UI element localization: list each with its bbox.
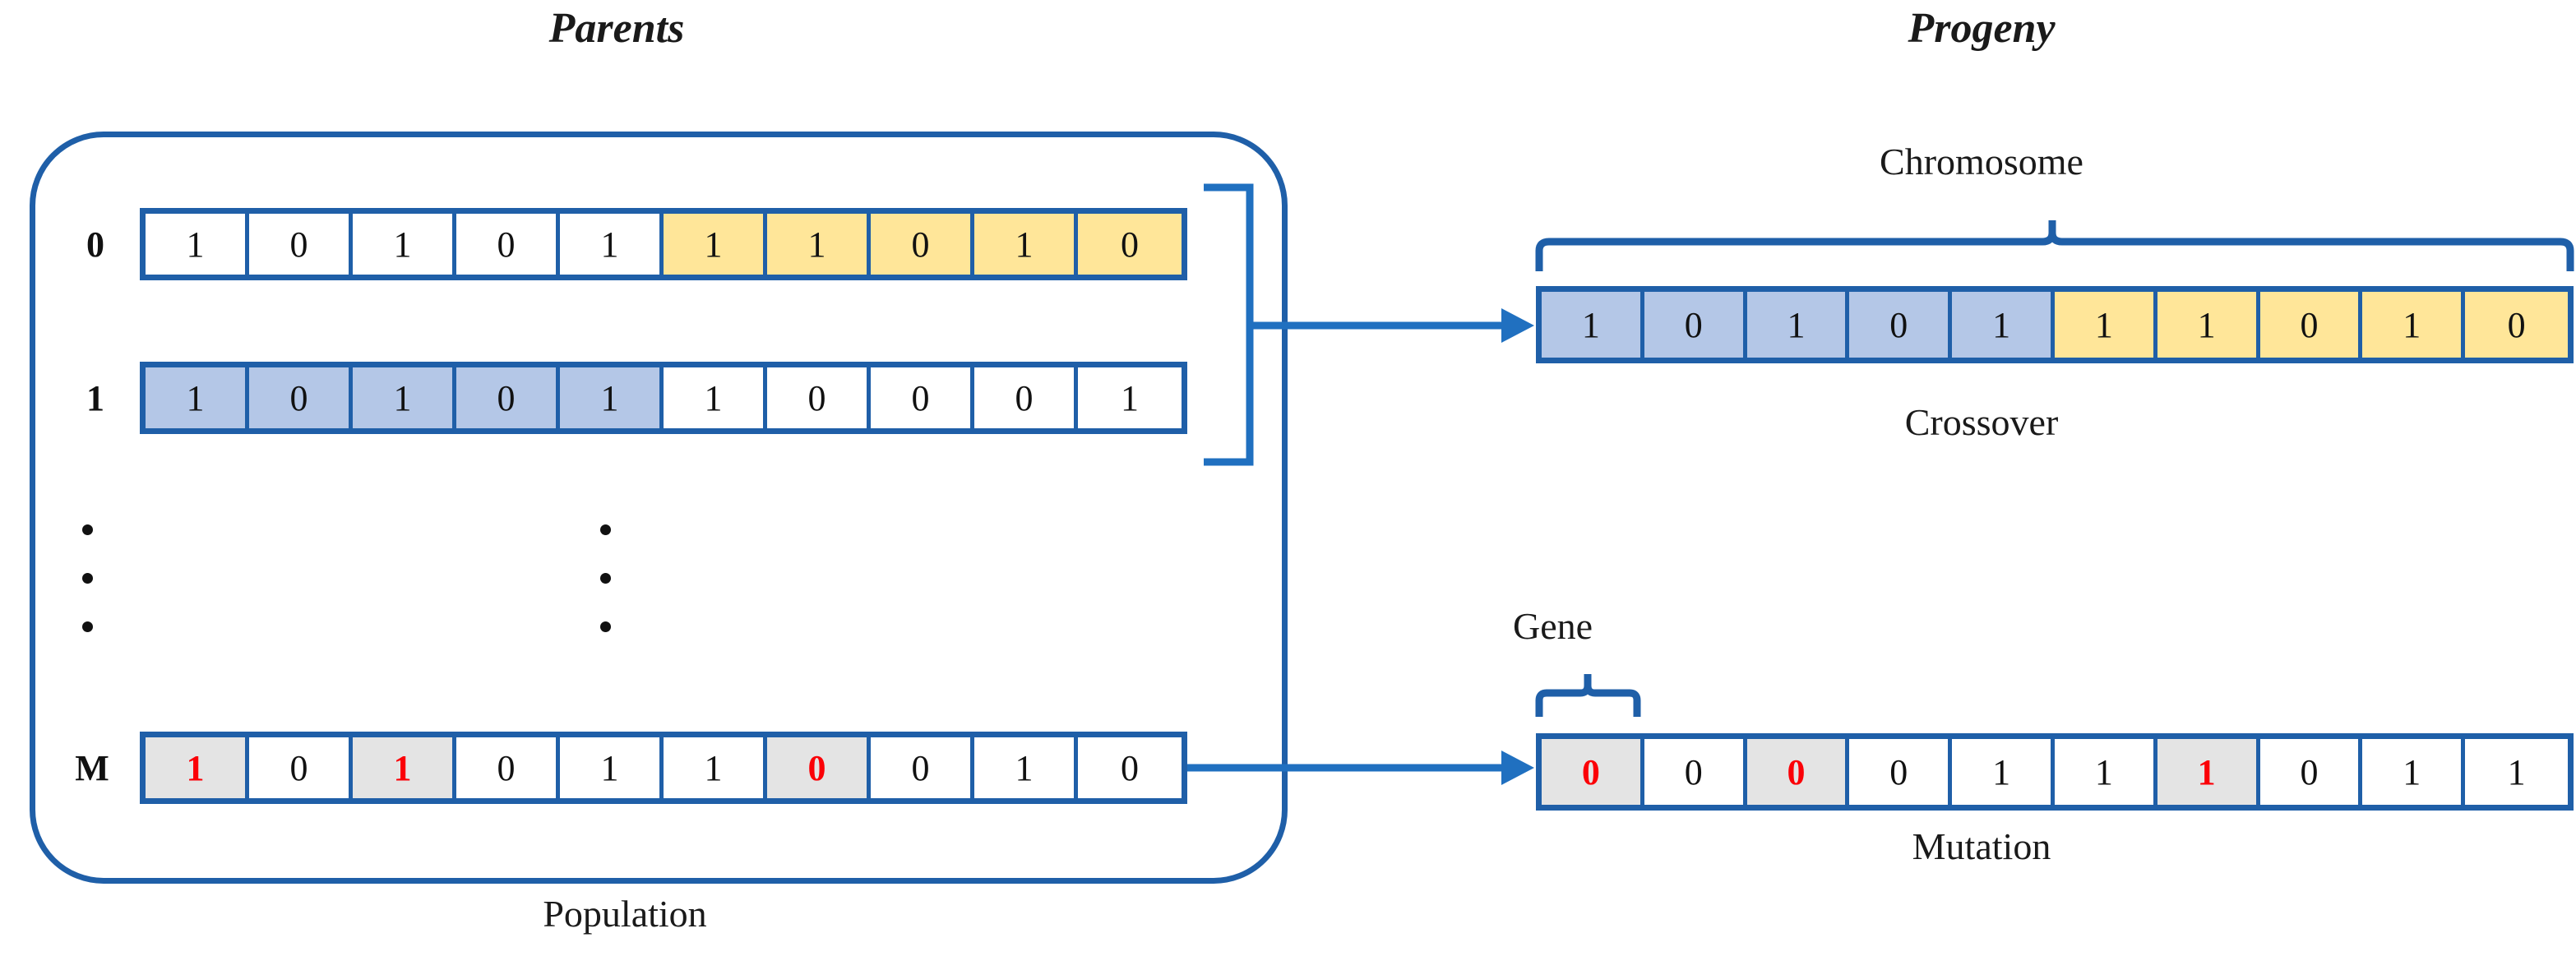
gene-cell: 0: [1542, 739, 1644, 805]
gene-cell: 1: [353, 214, 456, 275]
dot-icon: [82, 621, 93, 632]
gene-label: Gene: [1513, 605, 1593, 647]
ellipsis-dots-left: [82, 524, 93, 632]
dot-icon: [82, 573, 93, 584]
gene-cell: 1: [560, 737, 664, 798]
gene-cell: 1: [664, 367, 767, 428]
parent-row-label-0: 0: [86, 224, 104, 265]
gene-cell: 0: [1078, 214, 1182, 275]
gene-cell: 0: [2465, 292, 2568, 358]
mutation-label: Mutation: [1912, 825, 2051, 867]
dot-icon: [600, 524, 611, 535]
gene-cell: 1: [2362, 292, 2466, 358]
gene-cell: 0: [249, 214, 353, 275]
gene-cell: 0: [456, 214, 560, 275]
ellipsis-dots-middle: [600, 524, 611, 632]
gene-cell: 0: [1644, 292, 1747, 358]
gene-cell: 1: [664, 737, 767, 798]
gene-cell: 1: [2054, 292, 2157, 358]
population-label: Population: [543, 893, 707, 935]
dot-icon: [82, 524, 93, 535]
gene-cell: 1: [560, 367, 664, 428]
gene-cell: 0: [1849, 292, 1953, 358]
gene-cell: 1: [2157, 739, 2260, 805]
gene-cell: 1: [2157, 292, 2260, 358]
gene-cell: 0: [2259, 292, 2363, 358]
gene-cell: 0: [871, 214, 974, 275]
dot-icon: [600, 573, 611, 584]
gene-cell: 1: [1078, 367, 1182, 428]
gene-cell: 1: [767, 214, 871, 275]
gene-cell: 0: [456, 367, 560, 428]
gene-cell: 1: [664, 214, 767, 275]
gene-cell: 1: [2054, 739, 2157, 805]
chromosome-curly-brace-icon: [1535, 220, 2574, 271]
gene-cell: 1: [2465, 739, 2568, 805]
gene-cell: 1: [146, 737, 249, 798]
gene-cell: 0: [767, 737, 871, 798]
gene-curly-brace-icon: [1535, 674, 1641, 717]
gene-cell: 0: [249, 737, 353, 798]
gene-cell: 1: [146, 214, 249, 275]
gene-cell: 0: [871, 367, 974, 428]
page-title-progeny: Progeny: [1908, 5, 2056, 52]
gene-cell: 1: [353, 737, 456, 798]
gene-cell: 0: [249, 367, 353, 428]
gene-cell: 1: [1952, 739, 2055, 805]
gene-cell: 1: [974, 214, 1078, 275]
arrow-right-icon: [1501, 751, 1534, 785]
gene-cell: 0: [871, 737, 974, 798]
gene-cell: 0: [1849, 739, 1953, 805]
gene-cell: 1: [1746, 292, 1850, 358]
gene-cell: 0: [1746, 739, 1850, 805]
gene-cell: 0: [2259, 739, 2363, 805]
gene-cell: 1: [353, 367, 456, 428]
gene-cell: 0: [974, 367, 1078, 428]
dot-icon: [600, 621, 611, 632]
population-container: [30, 132, 1288, 884]
gene-cell: 1: [2362, 739, 2466, 805]
gene-cell: 1: [560, 214, 664, 275]
gene-cell: 0: [767, 367, 871, 428]
arrow-right-icon: [1501, 308, 1534, 343]
gene-cell: 0: [1644, 739, 1747, 805]
gene-cell: 0: [1078, 737, 1182, 798]
gene-cell: 1: [146, 367, 249, 428]
crossover-label: Crossover: [1904, 401, 2059, 443]
gene-cell: 1: [1542, 292, 1644, 358]
page-title-parents: Parents: [548, 5, 685, 52]
parent-row-label-m: M: [75, 748, 109, 788]
parent-row-label-1: 1: [86, 378, 104, 418]
gene-cell: 1: [974, 737, 1078, 798]
chromosome-label: Chromosome: [1880, 141, 2083, 182]
gene-cell: 1: [1952, 292, 2055, 358]
gene-cell: 0: [456, 737, 560, 798]
